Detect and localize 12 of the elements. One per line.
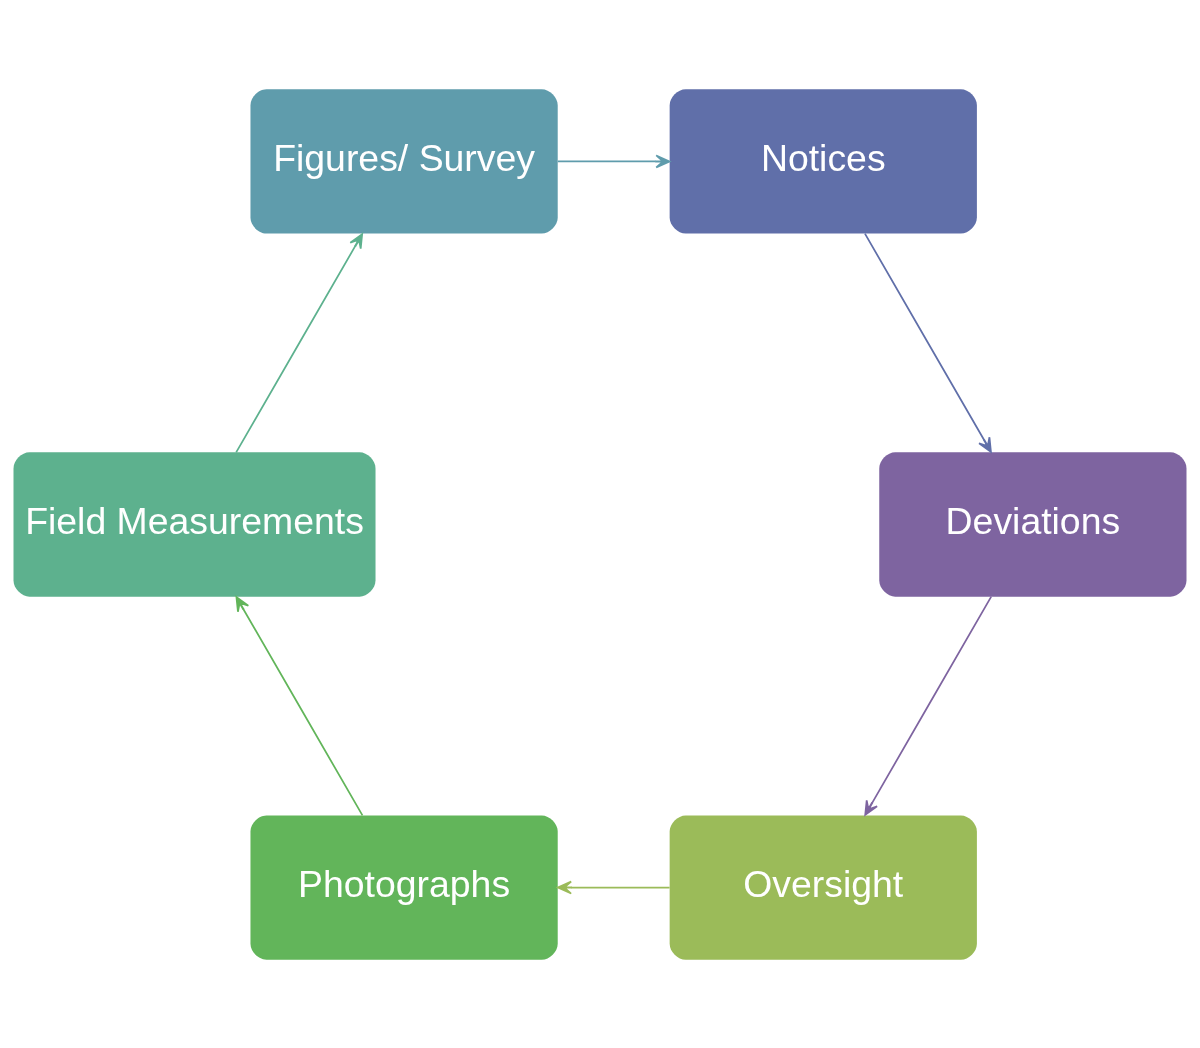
node-box: Figures/ Survey xyxy=(250,88,558,234)
node-box: Field Measurements xyxy=(13,451,376,597)
node-box: Oversight xyxy=(669,814,977,960)
node-box: Photographs xyxy=(250,814,558,960)
arrow xyxy=(556,880,671,894)
node-box: Notices xyxy=(669,88,977,234)
arrow xyxy=(556,154,671,168)
arrow xyxy=(235,595,364,816)
arrow xyxy=(864,595,993,816)
node-box: Deviations xyxy=(879,451,1187,597)
arrow xyxy=(864,232,992,453)
arrow xyxy=(235,232,364,453)
